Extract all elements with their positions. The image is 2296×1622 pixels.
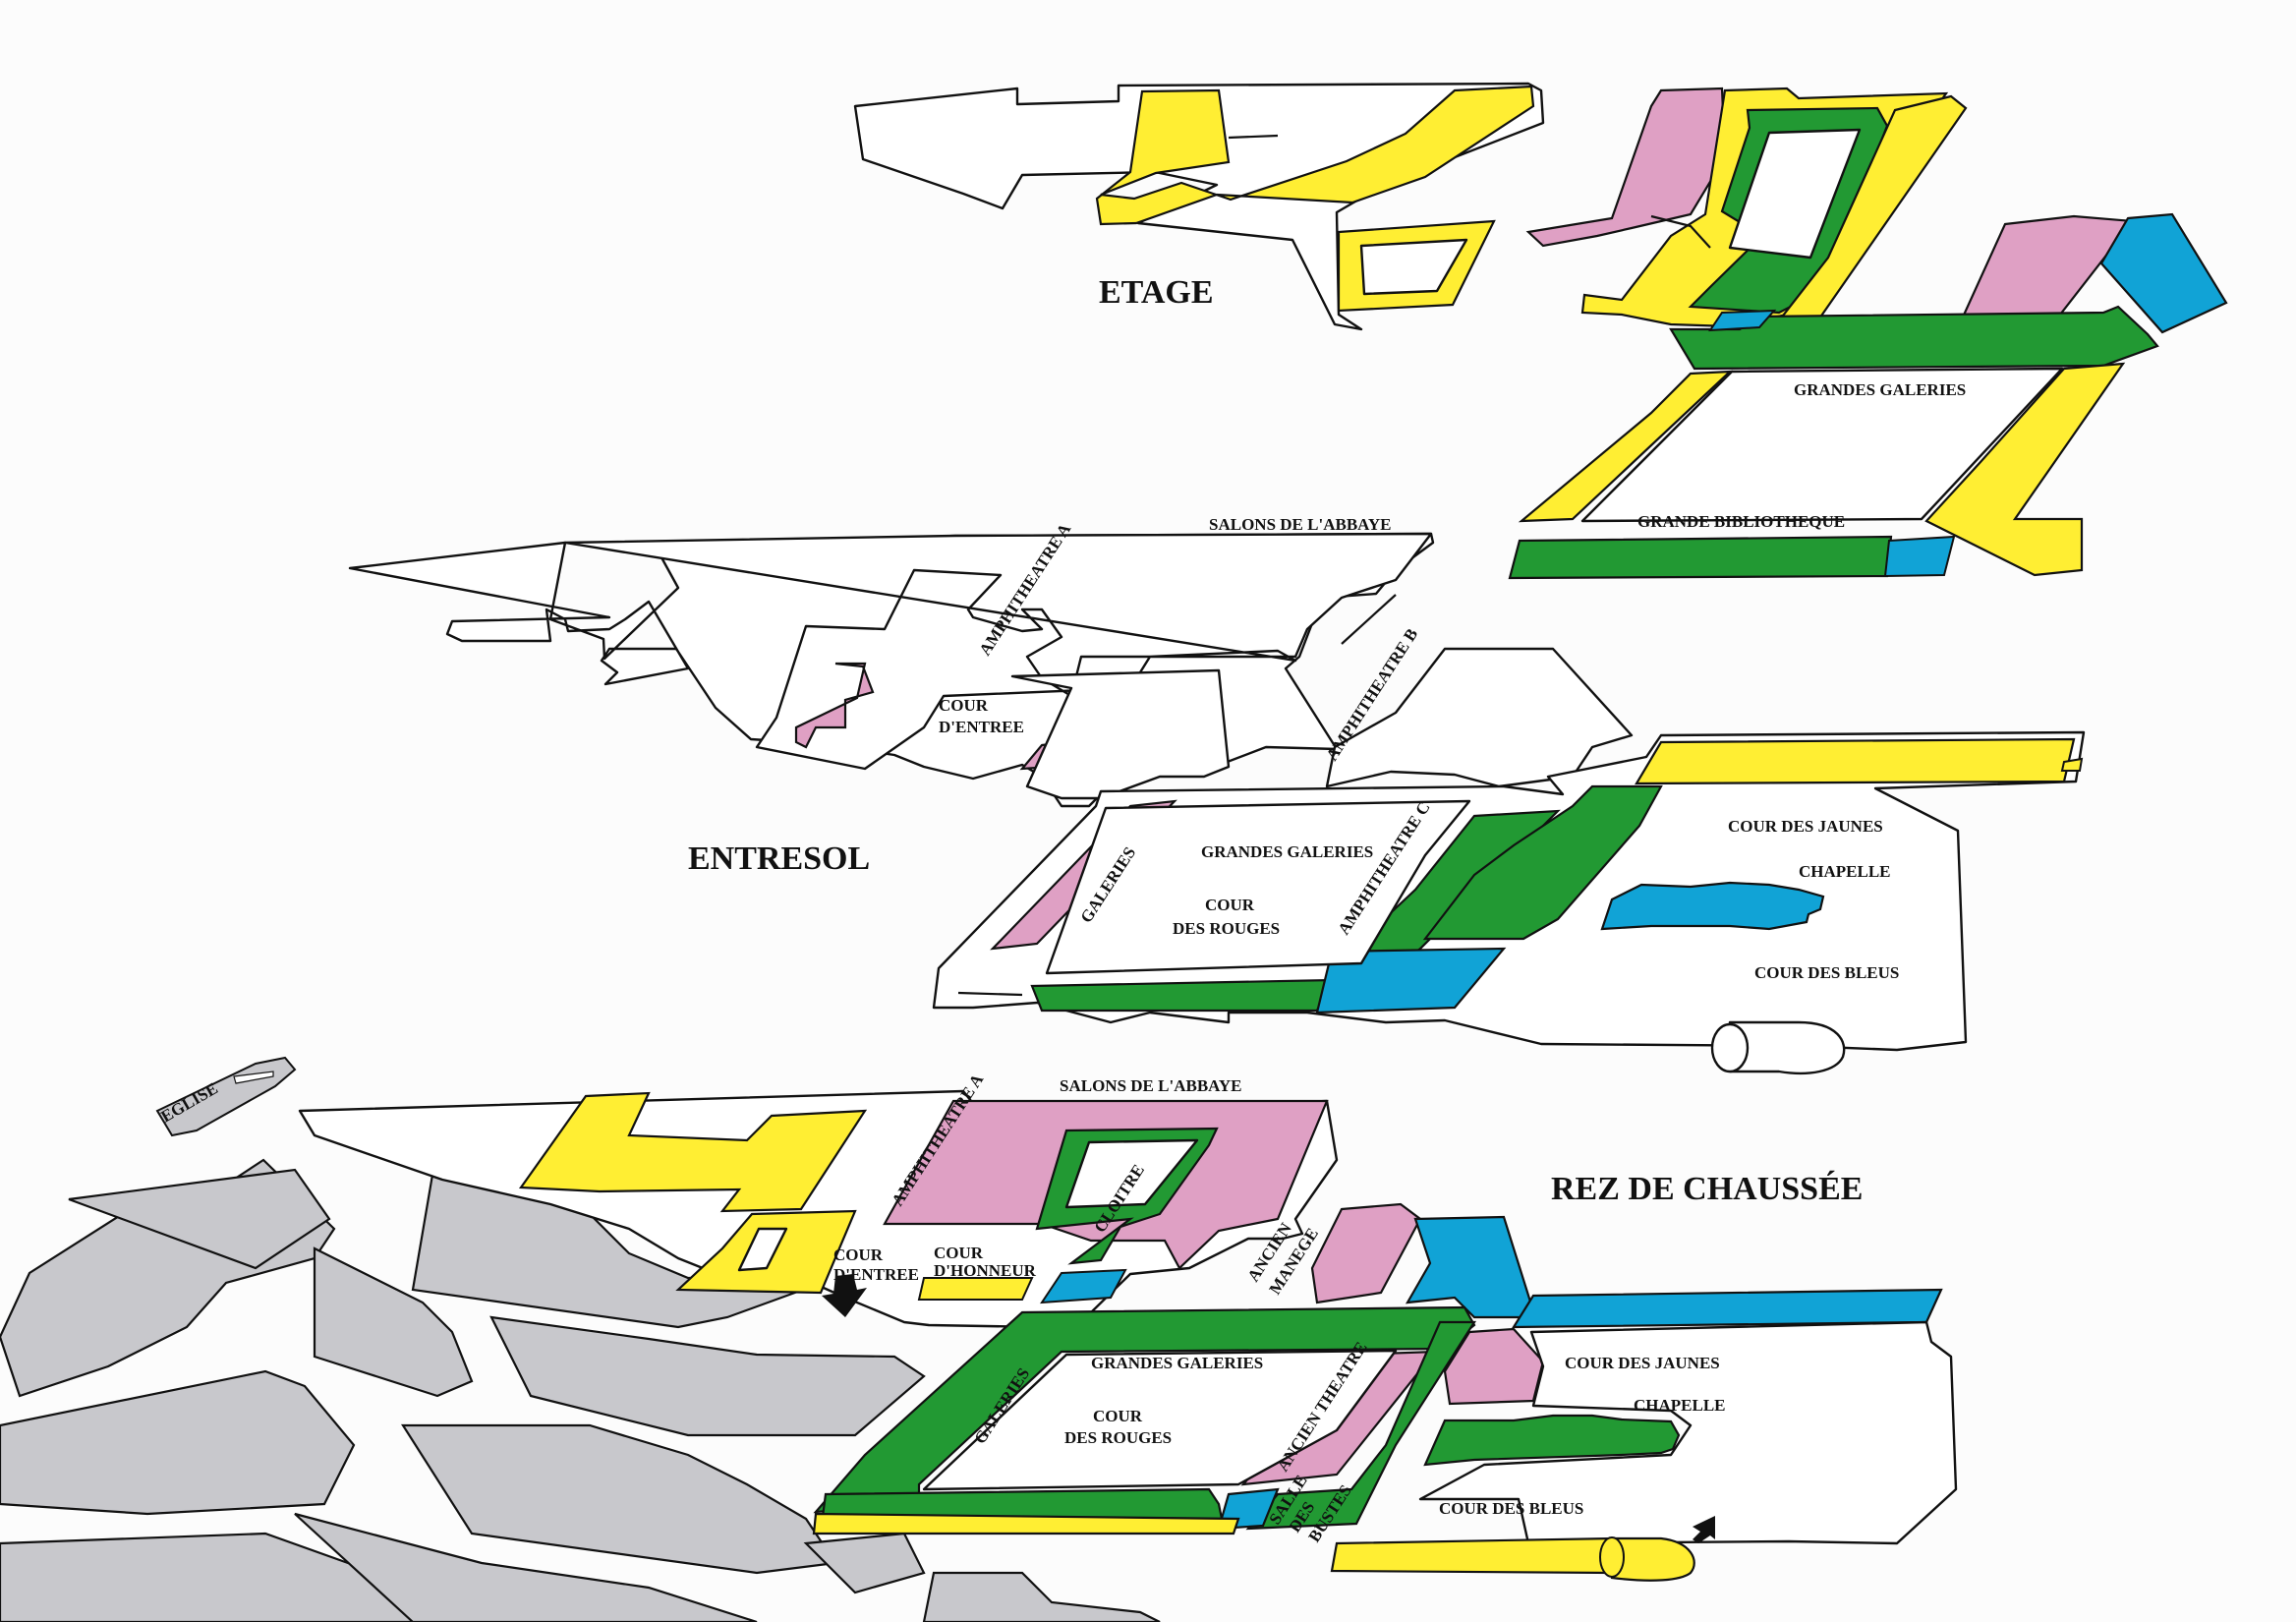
- etage-blue-south: [1883, 535, 1956, 578]
- rez-blue-manege: [1405, 1215, 1537, 1319]
- label-chapelle-rez: CHAPELLE: [1634, 1396, 1726, 1415]
- rez-blue-small: [1040, 1268, 1127, 1304]
- entresol-yellow-north: [1635, 737, 2076, 785]
- rez-chapelle: [1423, 1414, 1681, 1467]
- city-block: [803, 1532, 926, 1594]
- etage-court-small: [1359, 238, 1468, 296]
- label-cour-rouges-entresol-1: COUR: [1205, 896, 1255, 914]
- etage-plan: [853, 82, 2228, 580]
- label-cour-entree-rez-2: D'ENTREE: [833, 1265, 919, 1284]
- entresol-amphi-b: [1325, 647, 1634, 788]
- city-block: [313, 1246, 474, 1398]
- entrance-arrow-icon: [1693, 1516, 1715, 1543]
- city-block: [922, 1571, 1161, 1622]
- rez-yellow-entree-court: [737, 1227, 788, 1272]
- label-cour-entree-entresol-2: D'ENTREE: [939, 718, 1024, 736]
- city-block: [400, 1423, 837, 1575]
- entresol-yellow-tick: [2060, 757, 2084, 772]
- rez-cloitre-court: [1064, 1138, 1199, 1209]
- level-label-rez: REZ DE CHAUSSÉE: [1551, 1171, 1863, 1207]
- rez-cour-rouges: [922, 1349, 1398, 1491]
- rez-plan: [0, 1056, 1958, 1622]
- label-grandes-galeries-entresol: GRANDES GALERIES: [1201, 842, 1373, 861]
- city-block: [489, 1315, 926, 1437]
- entresol-cylinder-end: [1710, 1022, 1750, 1073]
- rez-blue-jaunes: [1512, 1288, 1943, 1329]
- eglise-cross: [233, 1071, 274, 1084]
- entrance-arrow-icon: [822, 1274, 867, 1317]
- label-cour-entree-rez-1: COUR: [833, 1245, 884, 1264]
- entresol-cour-rouges: [1045, 799, 1471, 975]
- label-grande-bibliotheque: GRANDE BIBLIOTHEQUE: [1637, 512, 1845, 531]
- entresol-green-cross: [1422, 784, 1663, 941]
- etage-green-court: [1728, 128, 1862, 260]
- etage-yellow-southeast: [1924, 362, 2126, 577]
- label-cour-bleus-rez: COUR DES BLEUS: [1439, 1499, 1583, 1518]
- rez-cylinder: [1610, 1536, 1695, 1582]
- label-cour-rouges-rez-1: COUR: [1093, 1407, 1143, 1425]
- rez-yellow-south: [812, 1512, 1240, 1535]
- entresol-cylinder: [1728, 1020, 1846, 1075]
- etage-yellow-north: [1095, 85, 1535, 226]
- label-cour-jaunes-rez: COUR DES JAUNES: [1565, 1354, 1720, 1372]
- rez-cylinder-end: [1599, 1536, 1625, 1578]
- rez-yellow-west: [518, 1091, 868, 1213]
- entresol-central: [1010, 668, 1231, 800]
- label-salons-abbaye-rez: SALONS DE L'ABBAYE: [1060, 1076, 1242, 1095]
- etage-inner-court: [1580, 367, 2064, 523]
- entresol-north-wing: [563, 532, 1433, 771]
- label-cour-bleus-entresol: COUR DES BLEUS: [1754, 963, 1899, 982]
- rez-green-galeries: [813, 1305, 1476, 1514]
- city-block: [0, 1369, 356, 1516]
- etage-blue-east: [2099, 212, 2228, 334]
- entresol-pink-west: [794, 662, 875, 749]
- rez-yellow-se: [1330, 1536, 1614, 1575]
- etage-blue-small: [1708, 309, 1777, 332]
- rez-green-busts: [1245, 1320, 1477, 1531]
- label-salons-abbaye-entresol: SALONS DE L'ABBAYE: [1209, 515, 1392, 534]
- city-block: [68, 1168, 331, 1270]
- level-label-etage: ETAGE: [1099, 274, 1214, 311]
- label-cour-honneur-rez-1: COUR: [934, 1244, 984, 1262]
- entresol-plan: [348, 532, 2086, 1075]
- entresol-blue-south: [1315, 947, 1507, 1014]
- city-blocks: [0, 1158, 1161, 1622]
- label-cour-rouges-entresol-2: DES ROUGES: [1173, 919, 1280, 938]
- rez-pink-manege: [1310, 1202, 1422, 1304]
- entresol-green-south: [1030, 978, 1334, 1013]
- label-cour-rouges-rez-2: DES ROUGES: [1064, 1428, 1172, 1447]
- label-cour-jaunes-entresol: COUR DES JAUNES: [1728, 817, 1883, 836]
- rez-east-block: [1418, 1320, 1958, 1545]
- etage-green-south: [1508, 535, 1893, 580]
- label-grandes-galeries-etage: GRANDES GALERIES: [1794, 380, 1966, 399]
- label-chapelle-entresol: CHAPELLE: [1799, 862, 1891, 881]
- rez-pink-east: [1443, 1327, 1545, 1406]
- rez-yellow-honneur: [917, 1277, 1034, 1301]
- level-label-entresol: ENTRESOL: [688, 840, 870, 877]
- entresol-chapelle: [1600, 881, 1825, 931]
- etage-yellow-southwest: [1518, 370, 1733, 523]
- label-grandes-galeries-rez: GRANDES GALERIES: [1091, 1354, 1263, 1372]
- label-cour-entree-entresol-1: COUR: [939, 696, 989, 715]
- eglise-building: [155, 1056, 297, 1137]
- etage-west-wing: [853, 82, 1545, 331]
- city-block: [294, 1512, 758, 1622]
- label-cour-honneur-rez-2: D'HONNEUR: [934, 1261, 1037, 1280]
